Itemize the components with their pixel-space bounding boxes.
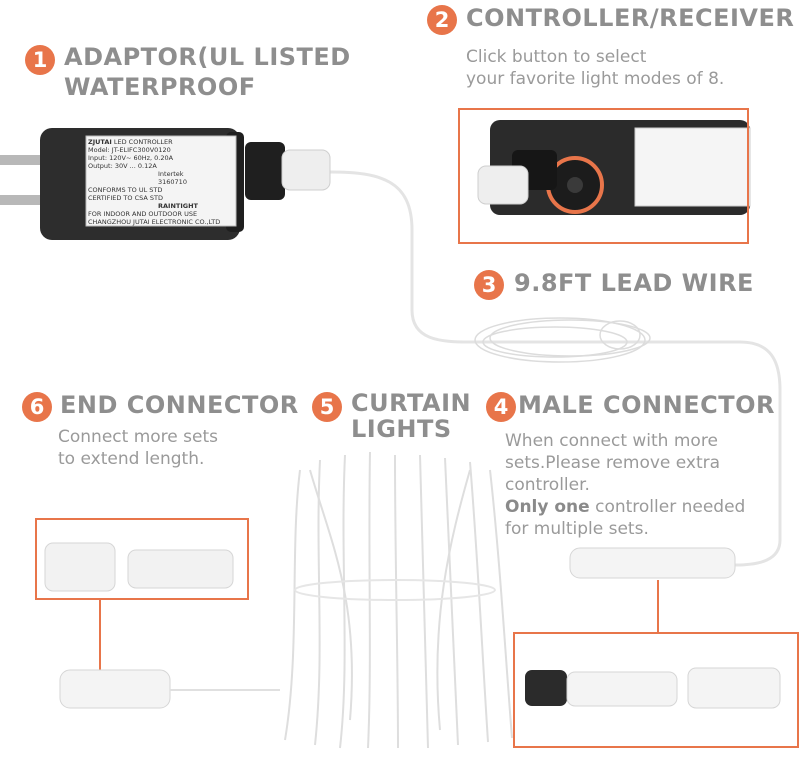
adaptor-title-line: ADAPTOR(UL LISTED xyxy=(64,43,351,71)
adaptor-label: ZJUTAI LED CONTROLLER Model: JT-ELIFC300… xyxy=(88,138,234,226)
badge-6: 6 xyxy=(22,392,52,422)
adaptor-line: CONFORMS TO UL STD xyxy=(88,186,163,194)
adaptor-image xyxy=(0,128,331,240)
adaptor-brand: ZJUTAI xyxy=(88,138,112,146)
lead-wire-coil-image xyxy=(474,317,651,363)
adaptor-raintight: RAINTIGHT xyxy=(158,202,198,210)
curtain-lights-title-line: CURTAIN xyxy=(351,389,472,417)
controller-image xyxy=(477,120,751,215)
badge-1: 1 xyxy=(25,45,55,75)
badge-5: 5 xyxy=(312,392,342,422)
controller-desc: Click button to select your favorite lig… xyxy=(466,46,724,90)
male-connector-desc-line: Only one controller needed xyxy=(505,496,745,518)
adaptor-line: Model: JT-ELIFC300V0120 xyxy=(88,146,171,154)
end-connector-desc-line: to extend length. xyxy=(58,449,205,469)
male-connector-desc: When connect with more sets.Please remov… xyxy=(505,430,745,540)
badge-2: 2 xyxy=(427,5,457,35)
adaptor-cert-no: 3160710 xyxy=(158,178,187,186)
end-connector-frame xyxy=(35,518,249,600)
male-connector-desc-line: sets.Please remove extra xyxy=(505,453,721,473)
male-connector-frame xyxy=(513,632,799,748)
badge-3: 3 xyxy=(474,270,504,300)
curtain-lights-title: CURTAIN LIGHTS xyxy=(351,390,471,442)
male-connector-desc-bold: Only one xyxy=(505,497,590,517)
male-connector-image xyxy=(525,667,781,709)
male-connector-desc-line: controller. xyxy=(505,475,590,495)
adaptor-line: CERTIFIED TO CSA STD xyxy=(88,194,163,202)
adaptor-cert: Intertek xyxy=(158,170,184,178)
curtain-lights-image xyxy=(284,451,513,749)
controller-title: CONTROLLER/RECEIVER xyxy=(466,4,795,32)
controller-desc-line: your favorite light modes of 8. xyxy=(466,69,725,89)
badge-4: 4 xyxy=(486,392,516,422)
male-connector-desc-line: When connect with more xyxy=(505,431,718,451)
lead-wire-title: 9.8FT LEAD WIRE xyxy=(514,269,754,297)
lead-wire xyxy=(329,170,782,567)
adaptor-name: LED CONTROLLER xyxy=(113,138,173,146)
curtain-lights-title-line: LIGHTS xyxy=(351,415,452,443)
end-connector-desc-line: Connect more sets xyxy=(58,427,218,447)
controller-desc-line: Click button to select xyxy=(466,47,647,67)
male-connector-desc-line: for multiple sets. xyxy=(505,519,649,539)
adaptor-line: FOR INDOOR AND OUTDOOR USE xyxy=(88,210,198,218)
end-connector-desc: Connect more sets to extend length. xyxy=(58,426,218,470)
adaptor-title: ADAPTOR(UL LISTED WATERPROOF xyxy=(64,42,351,102)
end-connector-title: END CONNECTOR xyxy=(60,391,299,419)
male-connector-desc-tail: controller needed xyxy=(589,497,746,517)
male-connector-title: MALE CONNECTOR xyxy=(518,391,775,419)
end-connector-image xyxy=(44,542,234,592)
adaptor-line: Output: 30V ... 0.12A xyxy=(88,162,157,170)
adaptor-title-line: WATERPROOF xyxy=(64,73,256,101)
controller-frame xyxy=(458,108,749,244)
adaptor-line: Input: 120V~ 60Hz, 0.20A xyxy=(88,154,174,162)
adaptor-line: CHANGZHOU JUTAI ELECTRONIC CO.,LTD xyxy=(88,218,221,226)
